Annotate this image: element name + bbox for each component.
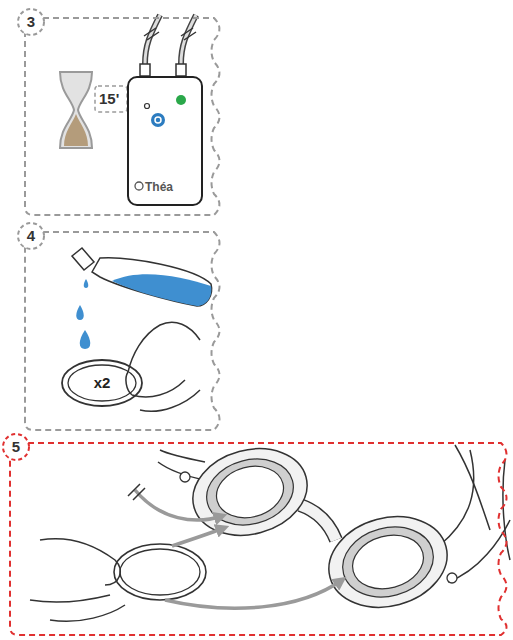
lens — [211, 459, 290, 525]
drop — [84, 279, 89, 288]
panel-border — [25, 18, 220, 215]
seal-ring — [199, 450, 301, 535]
brand-name: Théa — [145, 180, 173, 194]
count-label: x2 — [60, 374, 144, 391]
brand-icon — [135, 182, 143, 190]
duration-label: 15' — [99, 90, 119, 107]
hand-outline — [455, 445, 510, 560]
seal-ring — [114, 544, 206, 600]
motion-arrow — [165, 580, 342, 608]
step-panel: 3Théa — [25, 18, 218, 215]
bridge-outline — [300, 505, 336, 540]
panel-group — [18, 223, 220, 430]
step-panel: 4x2 — [25, 232, 218, 430]
finger-outline — [126, 372, 200, 411]
step-circle — [3, 434, 29, 460]
goggle-cup — [319, 504, 458, 620]
break-mark — [181, 28, 196, 40]
motion-arrow — [172, 528, 224, 546]
step-number: 3 — [18, 9, 44, 35]
step-number: 5 — [3, 434, 29, 460]
panel-border — [25, 232, 220, 430]
plug — [176, 64, 186, 76]
panel-outline — [0, 423, 513, 640]
hourglass-sand — [64, 114, 88, 146]
plug — [140, 64, 150, 76]
drop — [76, 305, 84, 320]
break-mark — [128, 484, 145, 500]
panel-group — [18, 9, 220, 215]
step-panel: 5 — [10, 443, 505, 635]
panel-group — [3, 434, 507, 635]
motion-arrow — [135, 490, 222, 520]
bottle-cap — [72, 248, 94, 270]
hand-outline — [30, 539, 125, 622]
goggle-cup — [183, 436, 317, 547]
lens — [346, 528, 429, 597]
eyelet — [180, 472, 190, 482]
status-light — [176, 95, 186, 105]
break-mark — [144, 28, 159, 40]
cable-outline — [145, 15, 160, 64]
cable-fill — [145, 15, 160, 64]
device-box: Théa — [127, 76, 203, 206]
seal-ring — [335, 517, 441, 606]
panel-outline — [5, 0, 238, 235]
cable-fill — [181, 15, 196, 64]
bridge — [300, 505, 336, 540]
eyelet — [447, 573, 457, 583]
power-button-ring — [155, 117, 161, 123]
power-button — [151, 113, 165, 127]
panel-border — [10, 443, 507, 635]
step-number: 4 — [18, 223, 44, 249]
drop — [80, 330, 91, 349]
hourglass-body — [60, 72, 92, 148]
hand-outline — [128, 322, 200, 372]
step-circle — [18, 223, 44, 249]
ring-shape: x2 — [60, 358, 144, 408]
bottle-liquid — [112, 274, 211, 306]
cable-outline — [181, 15, 196, 64]
step-circle — [18, 9, 44, 35]
panel-outline — [5, 212, 238, 450]
indicator-light — [145, 104, 150, 109]
time-frame — [95, 86, 127, 112]
seal-ring-inner — [120, 549, 200, 595]
bottle-body — [92, 258, 212, 306]
